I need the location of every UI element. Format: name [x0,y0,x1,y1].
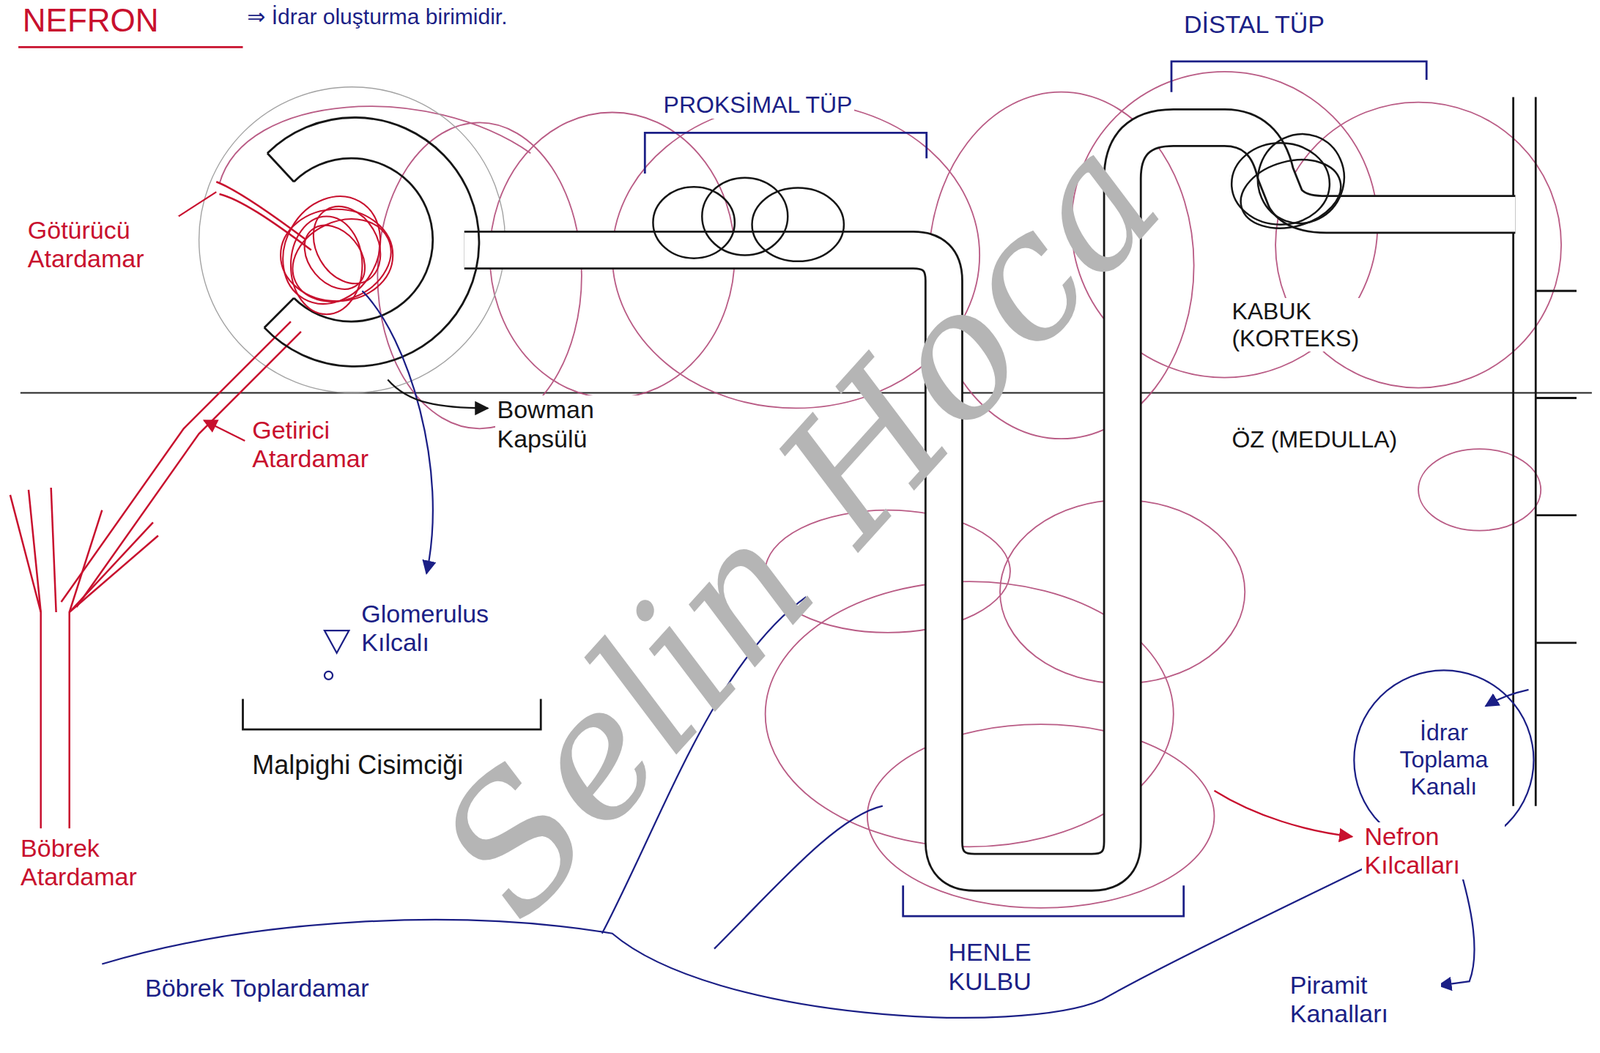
nephron-capillaries [1418,449,1541,531]
brackets [1171,61,1427,93]
title-note: ⇒ İdrar oluşturma birimidir. [244,4,510,31]
brackets [644,132,927,174]
tubule-coils [701,178,788,256]
renal-artery [10,181,312,829]
part-name: Götürücü Atardamar [25,216,179,274]
bowman-capsule [267,153,294,182]
part-name: DİSTAL TÜP [1181,10,1327,39]
tubule-coils [652,186,735,258]
tubule-coils [1232,149,1349,239]
brackets [903,885,1184,917]
renal-artery [51,487,57,613]
glomerulus [290,216,363,316]
part-name: Getirici Atardamar [249,416,403,474]
part-name: Nefron Kılcalları [1361,822,1505,880]
diagram-title: NEFRON [20,2,162,40]
renal-vein [101,827,1450,1019]
part-name: İdrar Toplama Kanalı [1389,719,1499,800]
part-name: HENLE KULBU [923,938,1057,996]
glomerulus [300,194,395,296]
leader-lines [1214,791,1353,838]
collecting-duct [1512,232,1515,807]
leader-lines [1485,690,1529,707]
nephron-capillaries [219,106,531,184]
collecting-duct [1513,97,1577,807]
tubule-coils [1231,142,1330,225]
part-name: Bowman Kapsülü [495,395,649,453]
part-name: Piramit Kanalları [1287,971,1442,1029]
leader-lines [324,630,349,654]
part-name: Glomerulus Kılcalı [358,600,502,658]
renal-artery [69,536,159,613]
collecting-duct [1535,514,1577,517]
collecting-duct [1534,97,1537,807]
part-name: PROKSİMAL TÜP [661,91,855,119]
part-name: Malpighi Cisimciği [249,750,466,781]
collecting-duct [1512,97,1515,197]
collecting-duct [1535,641,1577,644]
bowman-capsule [264,117,480,368]
part-name: Böbrek Atardamar [18,834,162,892]
leader-lines [324,671,333,680]
part-name: Böbrek Toplardamar [142,974,372,1003]
renal-vein [714,806,883,950]
leader-lines [18,46,1534,986]
glomerulus [280,209,393,302]
bowman-capsule [264,298,294,328]
region-name: KABUK (KORTEKS) [1229,298,1403,353]
watermark: Selin Hoca [400,98,1201,956]
leader-lines [18,46,243,49]
tubule-coils [752,188,844,262]
bowman-capsule [264,117,480,368]
glomerulus [263,178,400,322]
glomerulus [292,213,378,302]
nephron-capillaries [199,87,506,394]
renal-artery [69,510,103,830]
renal-artery [216,181,307,240]
leader-lines [387,379,488,409]
leader-lines [204,420,246,442]
renal-artery [10,495,42,829]
collecting-duct [1535,397,1577,400]
region-name: ÖZ (MEDULLA) [1229,426,1403,454]
glomerulus [263,178,405,322]
renal-artery [28,490,42,613]
glomerulus [279,203,405,318]
collecting-duct [1535,290,1577,293]
